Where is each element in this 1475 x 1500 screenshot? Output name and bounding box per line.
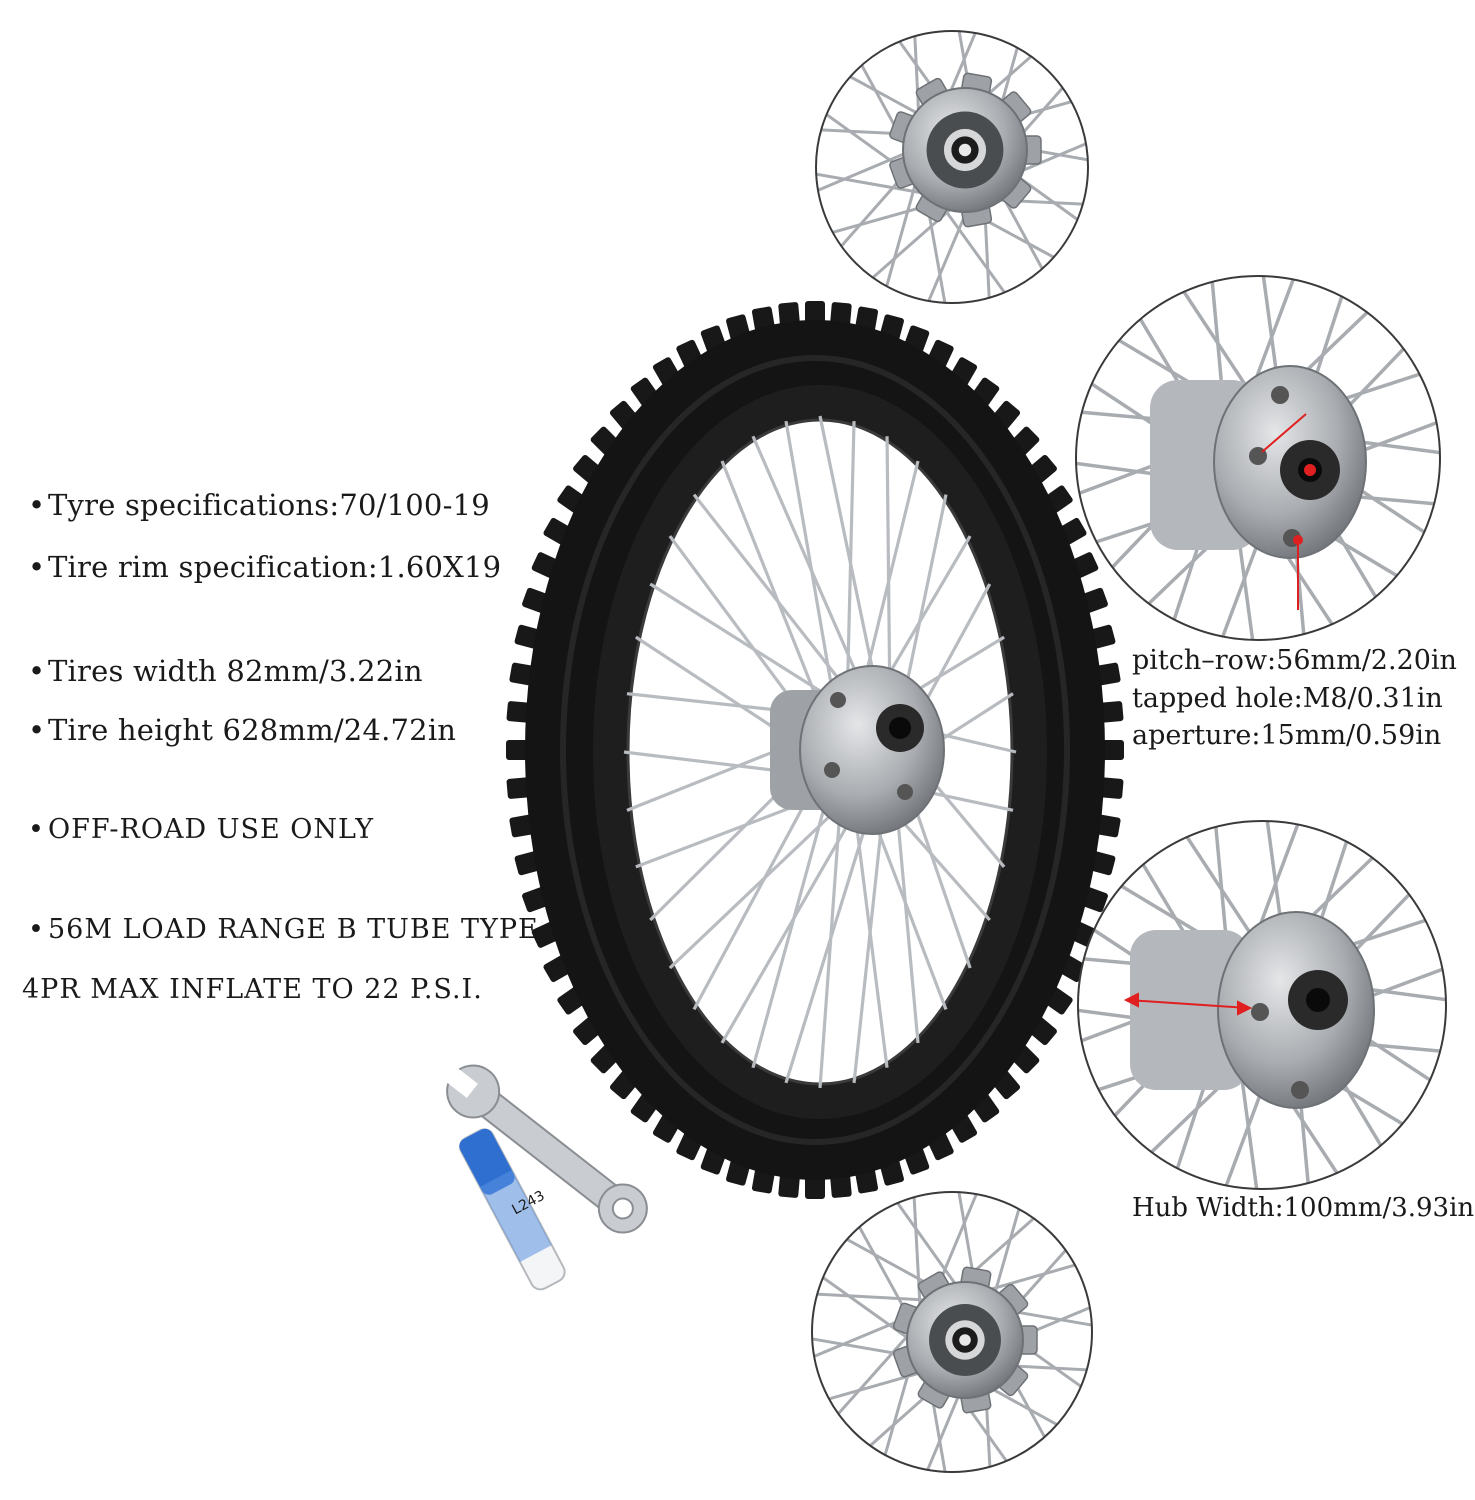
spec-item-rim: •Tire rim specification:1.60X19 [28, 550, 502, 584]
wheel [506, 301, 1124, 1199]
hub-detail-bottom [812, 1192, 1092, 1472]
measurement-arrow [1261, 413, 1316, 610]
hub-detail-top [816, 31, 1088, 303]
hub [770, 665, 945, 835]
spec-item-offroad: •OFF-ROAD USE ONLY [28, 814, 375, 845]
hub-detail-flange [1076, 276, 1440, 640]
hub-detail-width [1078, 821, 1446, 1189]
wrench-icon [444, 1064, 648, 1234]
spec-item-inflate: 4PR MAX INFLATE TO 22 P.S.I. [22, 974, 483, 1005]
aperture-label: aperture:15mm/0.59in [1132, 720, 1442, 751]
tapped-hole-label: tapped hole:M8/0.31in [1132, 683, 1443, 714]
spec-item-height: •Tire height 628mm/24.72in [28, 713, 457, 747]
pitch-row-label: pitch–row:56mm/2.20in [1132, 645, 1457, 676]
spec-item-load-range: •56M LOAD RANGE B TUBE TYPE [28, 914, 539, 945]
spec-item-tyre: •Tyre specifications:70/100-19 [28, 488, 490, 522]
hub-width-label: Hub Width:100mm/3.93in [1132, 1193, 1475, 1223]
spec-item-width: •Tires width 82mm/3.22in [28, 654, 423, 688]
spec-list: •Tyre specifications:70/100-19 •Tire rim… [0, 0, 538, 1500]
width-arrow [1123, 992, 1253, 1016]
